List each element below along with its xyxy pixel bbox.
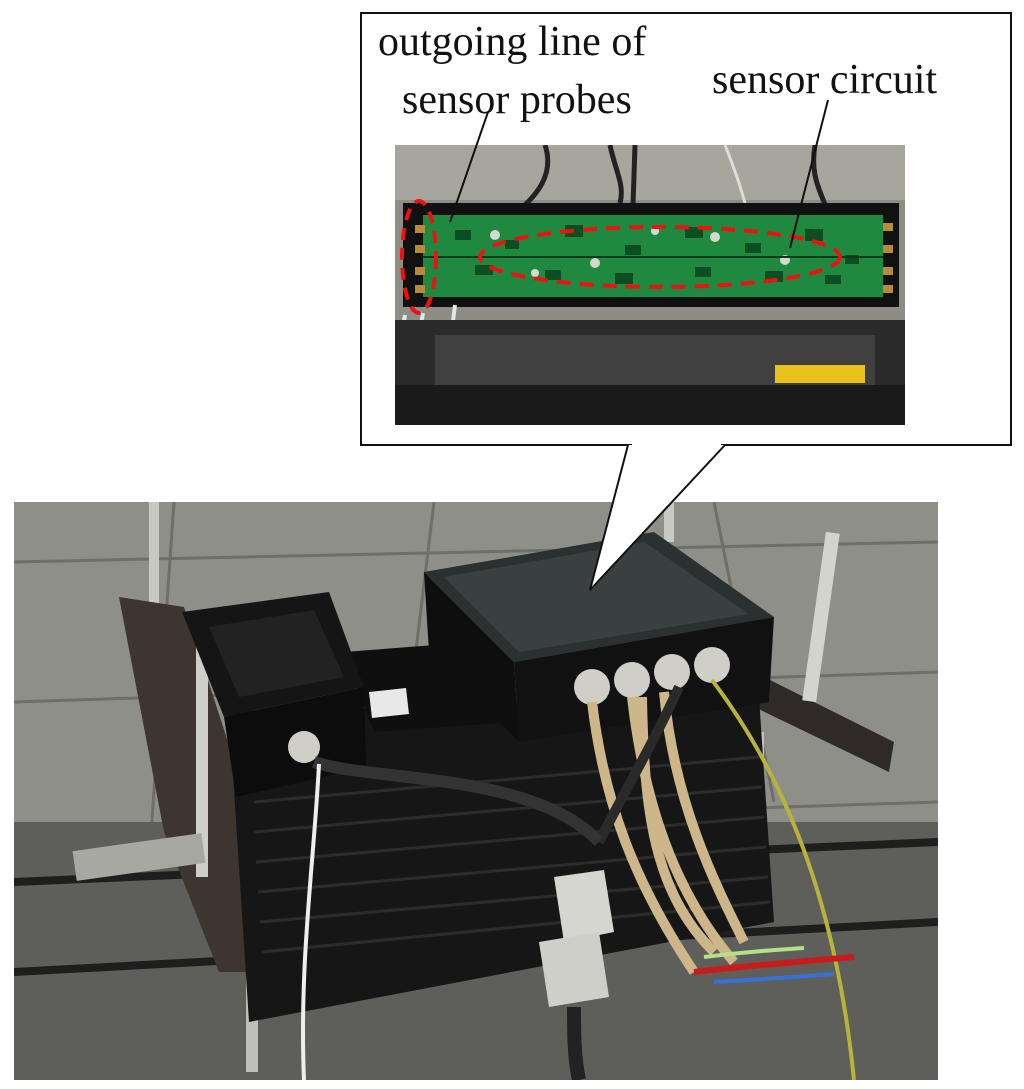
- outgoing-line-highlight-ellipse: [400, 199, 438, 315]
- inset-circuit-photo: [395, 145, 905, 425]
- label-outgoing-line-line2: sensor probes: [402, 77, 632, 123]
- label-sensor-circuit: sensor circuit: [712, 57, 938, 103]
- sensor-circuit-highlight-ellipse: [478, 225, 842, 289]
- label-outgoing-line-line1: outgoing line of: [378, 19, 647, 65]
- main-assembly-photo: [14, 502, 938, 1080]
